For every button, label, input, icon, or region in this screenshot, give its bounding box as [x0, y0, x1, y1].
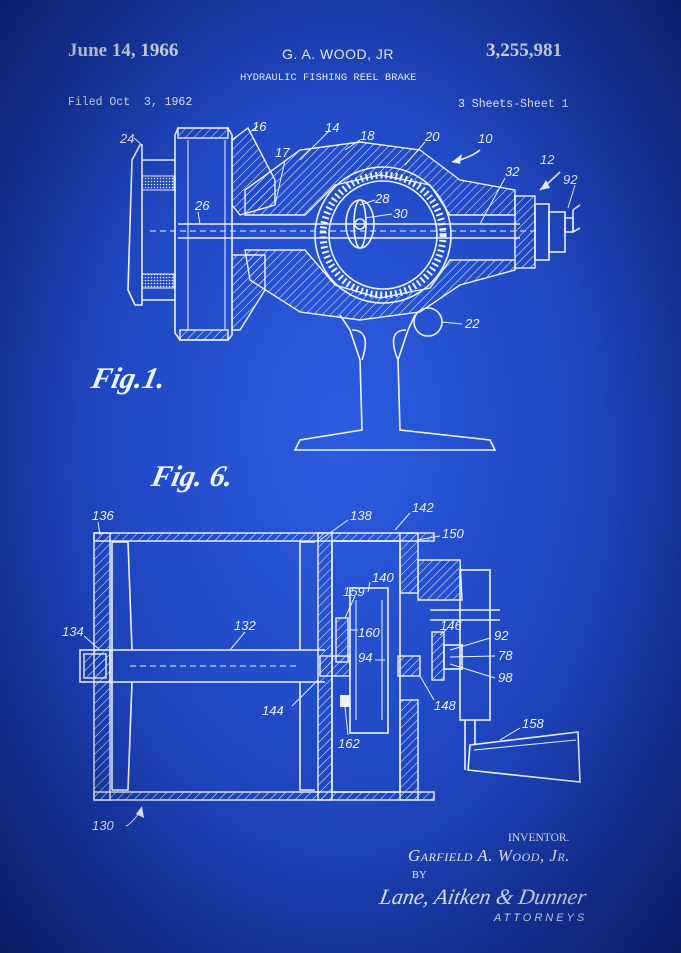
fig1-ref-14: 14: [325, 120, 339, 135]
fig6-ref-94: 94: [358, 650, 372, 665]
fig6-ref-162: 162: [338, 736, 360, 751]
patent-number: 3,255,981: [486, 40, 562, 61]
fig1-ref-30: 30: [393, 206, 408, 221]
fig1-ref-92: 92: [563, 172, 578, 187]
inventor-signature-name: Garfield A. Wood, Jr.: [408, 846, 571, 865]
fig6-ref-150: 150: [442, 526, 464, 541]
fig6-ref-158: 158: [522, 716, 544, 731]
patent-date: June 14, 1966: [68, 40, 179, 61]
fig6-ref-92: 92: [494, 628, 509, 643]
fig6-ref-134: 134: [62, 624, 84, 639]
fig1-ref-20: 20: [424, 129, 440, 144]
fig6-ref-132: 132: [234, 618, 256, 633]
fig6-ref-140: 140: [372, 570, 394, 585]
fig1-ref-17: 17: [275, 145, 290, 160]
fig1-ref-16: 16: [252, 119, 267, 134]
by-label: BY: [412, 870, 427, 881]
fig1-ref-10: 10: [478, 131, 493, 146]
patent-title: HYDRAULIC FISHING REEL BRAKE: [240, 72, 417, 84]
fig1-drawing: 24 16 17 14 18 20 10 26 28 30 32 12 92 2…: [119, 119, 581, 451]
fig1-ref-12: 12: [540, 152, 555, 167]
fig1-ref-28: 28: [374, 191, 390, 206]
fig6-ref-144: 144: [262, 703, 284, 718]
fig1-ref-18: 18: [360, 128, 375, 143]
filed-date: Filed Oct 3, 1962: [68, 96, 193, 109]
fig1-ref-22: 22: [464, 316, 480, 331]
fig6-ref-142: 142: [412, 500, 434, 515]
sheet-count: 3 Sheets-Sheet 1: [458, 98, 569, 111]
attorney-signature: Lane, Aitken & Dunner: [377, 884, 589, 909]
fig1-ref-24: 24: [119, 131, 134, 146]
fig6-ref-160: 160: [358, 625, 380, 640]
fig1-ref-26: 26: [194, 198, 210, 213]
fig6-ref-138: 138: [350, 508, 372, 523]
fig6-ref-159: 159: [343, 584, 365, 599]
attorneys-label: ATTORNEYS: [494, 912, 588, 924]
fig6-ref-146: 146: [440, 618, 462, 633]
fig6-ref-130: 130: [92, 818, 114, 833]
fig6-ref-98: 98: [498, 670, 513, 685]
inventor-header: G. A. WOOD, JR: [282, 46, 395, 62]
inventor-label: INVENTOR.: [508, 832, 570, 844]
fig6-ref-136: 136: [92, 508, 114, 523]
fig6-ref-148: 148: [434, 698, 456, 713]
fig1-ref-32: 32: [505, 164, 520, 179]
fig6-drawing: 136 134 132 138 142 150 140 159 160 94 1…: [62, 500, 581, 833]
fig6-ref-78: 78: [498, 648, 513, 663]
